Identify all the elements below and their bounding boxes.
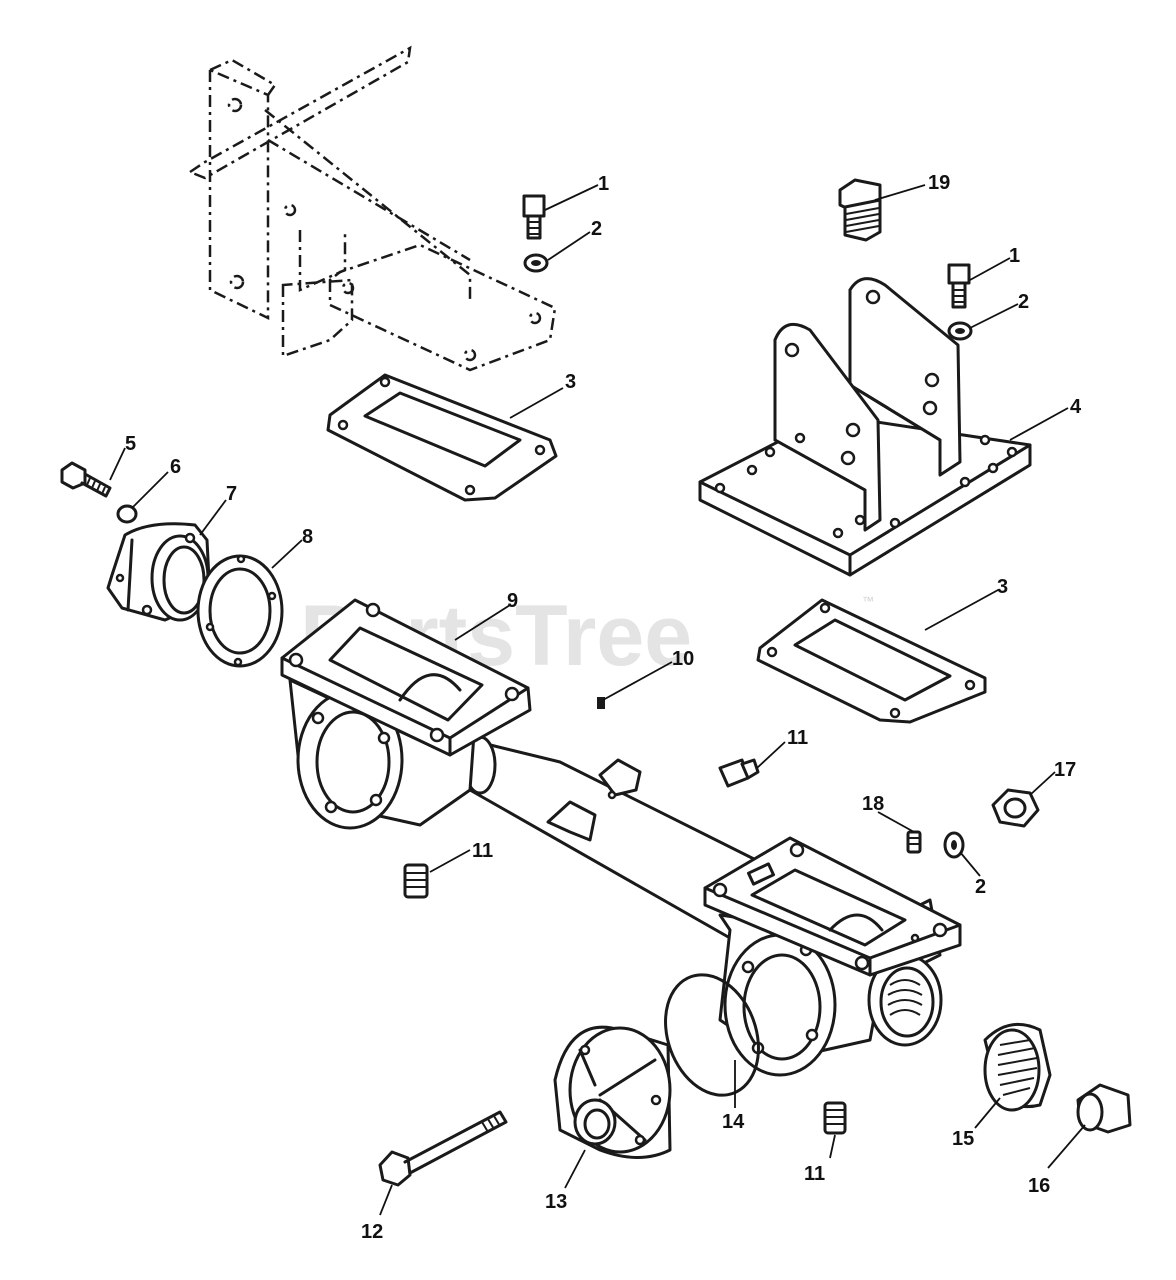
callout-16: 16: [1028, 1175, 1050, 1197]
callout-9: 9: [507, 590, 518, 612]
callout-8: 8: [302, 526, 313, 548]
callout-6: 6: [170, 456, 181, 478]
bolt-part-1[interactable]: [522, 194, 546, 240]
long-bolt-part-12[interactable]: [378, 1110, 508, 1187]
callout-4: 4: [1070, 396, 1082, 418]
callout-7: 7: [226, 483, 237, 505]
nut-part-17[interactable]: [991, 788, 1040, 828]
callout-3: 3: [997, 576, 1008, 598]
callout-10: 10: [672, 648, 694, 670]
bearing-cap-part-7[interactable]: [106, 522, 212, 622]
callout-15: 15: [952, 1128, 974, 1150]
gasket-part-8[interactable]: [196, 554, 284, 668]
gasket-part-3-upper[interactable]: [326, 373, 558, 502]
callout-14: 14: [722, 1111, 745, 1133]
leader-lines: [109, 184, 1086, 1216]
callout-1: 1: [1009, 245, 1020, 267]
callout-18: 18: [862, 793, 884, 815]
callout-5: 5: [125, 433, 136, 455]
callout-11: 11: [472, 840, 493, 862]
gasket-part-3-lower[interactable]: [756, 598, 987, 724]
lock-washer-part-2-right[interactable]: [947, 321, 973, 341]
bolt-part-1-right[interactable]: [947, 263, 971, 309]
callout-2: 2: [1018, 291, 1029, 313]
callout-17: 17: [1054, 759, 1076, 781]
callout-11: 11: [804, 1163, 825, 1185]
callout-1: 1: [598, 173, 609, 195]
bushing-part-16[interactable]: [1076, 1083, 1132, 1134]
callout-2: 2: [591, 218, 602, 240]
plug-part-10[interactable]: [597, 697, 605, 709]
mounting-plate-part-4[interactable]: [698, 277, 1032, 577]
lock-washer-part-2-lower[interactable]: [943, 831, 965, 859]
set-screw-part-18[interactable]: [906, 830, 922, 854]
pipe-plug-part-19[interactable]: [838, 178, 882, 242]
watermark-trademark: ™: [862, 594, 874, 608]
pipe-plug-part-11-b[interactable]: [403, 863, 429, 899]
bolt-part-5[interactable]: [60, 461, 112, 498]
pipe-plug-part-11-c[interactable]: [823, 1101, 847, 1135]
callout-11: 11: [787, 727, 808, 749]
o-ring-part-14[interactable]: [649, 962, 774, 1109]
callout-13: 13: [545, 1191, 567, 1213]
callout-labels: 1 2 3 19 1 2 4 5 6 7 8 9 3 10 11 17 18 2…: [125, 172, 1082, 1243]
collar-part-15[interactable]: [983, 1022, 1052, 1112]
tractor-mount-bracket-phantom: [187, 45, 557, 372]
callout-3: 3: [565, 371, 576, 393]
lock-washer-part-2[interactable]: [523, 253, 549, 273]
callout-19: 19: [928, 172, 950, 194]
pipe-plug-part-11-a[interactable]: [718, 758, 760, 788]
callout-2: 2: [975, 876, 986, 898]
end-cover-part-13[interactable]: [553, 1025, 672, 1159]
washer-part-6[interactable]: [116, 504, 138, 524]
callout-12: 12: [361, 1221, 383, 1243]
gearbox-housing-part-9[interactable]: [280, 598, 962, 1077]
